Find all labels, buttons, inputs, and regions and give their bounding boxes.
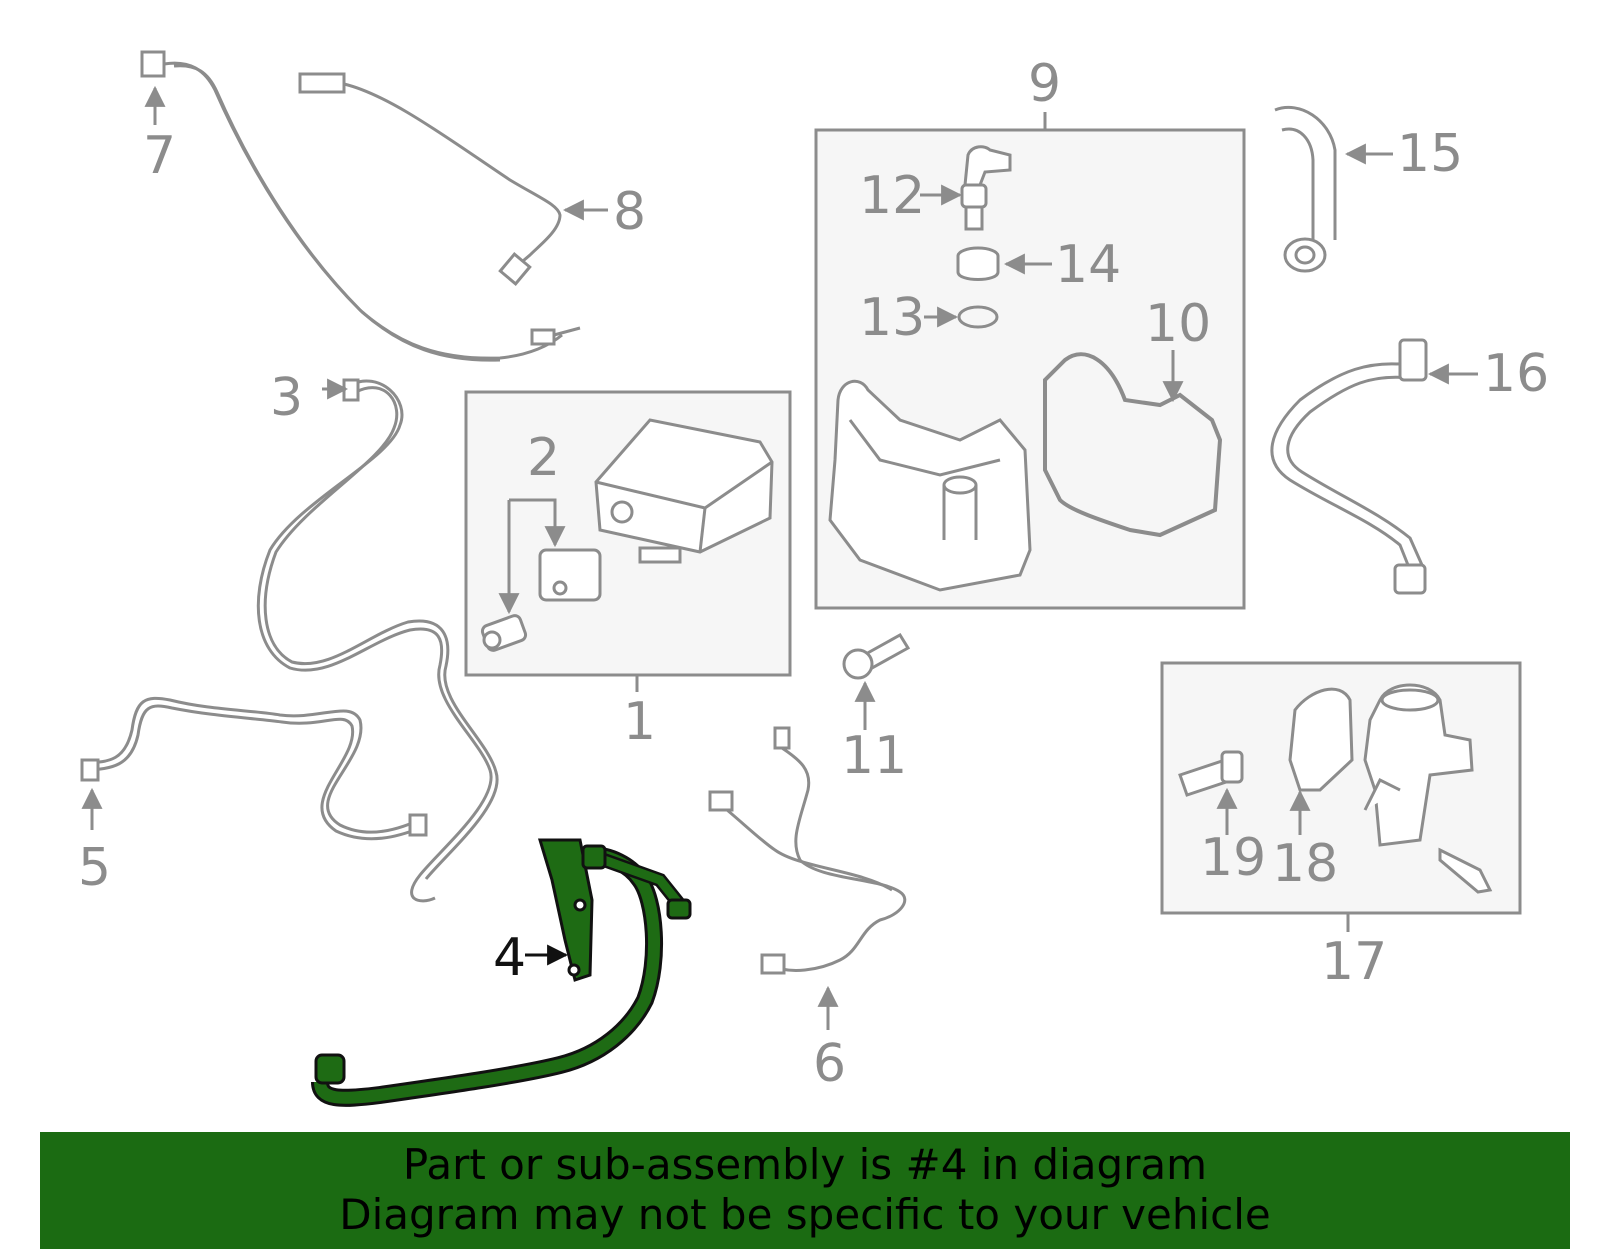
part-11-bolt <box>842 632 911 680</box>
banner-line-1: Part or sub-assembly is #4 in diagram <box>402 1140 1208 1189</box>
part-7-oxygen-sensor <box>140 50 581 362</box>
part-10-gasket <box>1043 352 1223 538</box>
part-9-separator <box>828 379 1032 592</box>
callout-11: 11 <box>841 726 908 786</box>
callout-2: 2 <box>527 428 561 488</box>
callout-8: 8 <box>613 182 647 242</box>
callout-4: 4 <box>493 928 527 988</box>
callout-13: 13 <box>859 288 926 348</box>
callout-12: 12 <box>859 166 926 226</box>
callout-7: 7 <box>143 126 177 186</box>
callout-10: 10 <box>1145 294 1212 354</box>
part-1-canister <box>594 418 774 564</box>
part-13-o-ring <box>957 305 999 329</box>
banner-line-2: Diagram may not be specific to your vehi… <box>339 1190 1271 1239</box>
callout-18: 18 <box>1272 834 1339 894</box>
callout-9: 9 <box>1028 54 1062 114</box>
part-8-oxygen-sensor <box>298 72 562 286</box>
callout-3: 3 <box>270 368 304 428</box>
info-banner: Part or sub-assembly is #4 in diagram Di… <box>40 1132 1570 1249</box>
part-6-wire <box>708 726 907 975</box>
part-14-grommet <box>956 246 1000 281</box>
part-17-egr-valve <box>1363 683 1493 894</box>
part-5-wire <box>80 696 428 841</box>
part-12-pcv-valve <box>960 145 1012 231</box>
part-18-gasket <box>1288 687 1354 792</box>
part-3-wire <box>256 378 499 903</box>
callout-6: 6 <box>813 1034 847 1094</box>
callout-15: 15 <box>1397 124 1464 184</box>
callout-16: 16 <box>1483 344 1550 404</box>
callout-1: 1 <box>623 692 657 752</box>
callout-19: 19 <box>1200 828 1267 888</box>
part-19-fitting <box>1178 750 1244 797</box>
callout-17: 17 <box>1321 932 1388 992</box>
part-16-hose <box>1270 338 1428 595</box>
callout-14: 14 <box>1055 235 1122 295</box>
callout-5: 5 <box>78 838 112 898</box>
part-2-purge-valve <box>480 548 602 652</box>
part-15-hose <box>1274 105 1337 273</box>
part-4-hose-highlighted <box>311 838 692 1107</box>
